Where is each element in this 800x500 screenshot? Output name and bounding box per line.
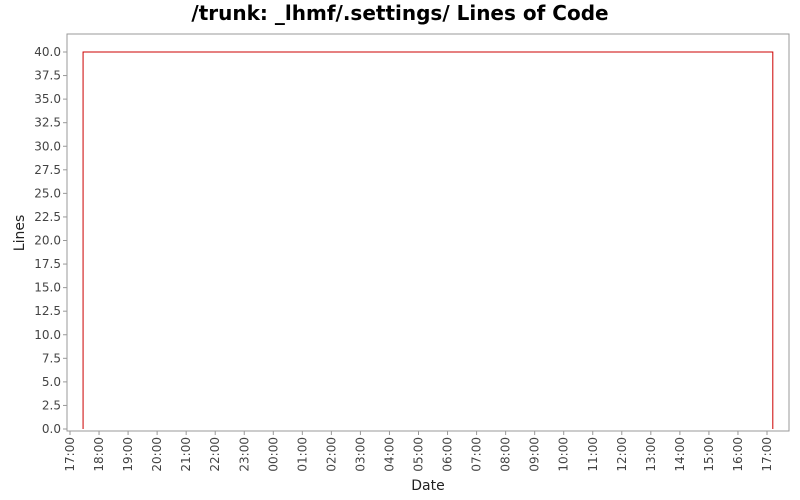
x-tick-label: 17:00 [63, 437, 77, 472]
y-tick-label: 12.5 [34, 304, 61, 318]
x-tick-label: 21:00 [179, 437, 193, 472]
y-tick-label: 15.0 [34, 281, 61, 295]
y-tick-label: 35.0 [34, 92, 61, 106]
x-tick-label: 23:00 [237, 437, 251, 472]
x-axis: 17:00 18:00 19:00 20:00 21:00 22:00 23:00 00:00… [63, 431, 774, 472]
x-tick-label: 15:00 [702, 437, 716, 472]
x-tick-label: 12:00 [615, 437, 629, 472]
y-tick-label: 5.0 [42, 375, 61, 389]
x-tick-label: 20:00 [150, 437, 164, 472]
x-axis-label: Date [411, 478, 444, 494]
x-tick-label: 03:00 [353, 437, 367, 472]
x-tick-label: 10:00 [557, 437, 571, 472]
y-tick-label: 0.0 [42, 422, 61, 436]
plot-area [66, 33, 790, 432]
y-tick-label: 25.0 [34, 186, 61, 200]
x-tick-label: 07:00 [470, 437, 484, 472]
y-tick-label: 7.5 [42, 351, 61, 365]
x-tick-label: 05:00 [412, 437, 426, 472]
x-tick-label: 00:00 [266, 437, 280, 472]
x-tick-label: 13:00 [644, 437, 658, 472]
x-tick-label: 16:00 [731, 437, 745, 472]
series-layer [82, 51, 774, 429]
y-tick-label: 22.5 [34, 210, 61, 224]
y-tick-label: 40.0 [34, 45, 61, 59]
y-axis-label: Lines [12, 215, 28, 251]
y-tick-label: 17.5 [34, 257, 61, 271]
y-tick-label: 20.0 [34, 234, 61, 248]
x-tick-label: 09:00 [528, 437, 542, 472]
x-tick-label: 17:00 [760, 437, 774, 472]
y-tick-label: 32.5 [34, 116, 61, 130]
y-axis: 0.0 2.5 5.0 7.5 10.0 12.5 15.0 17.5 20.0 22.5 25.0… [34, 45, 67, 436]
x-tick-label: 22:00 [208, 437, 222, 472]
y-tick-label: 37.5 [34, 69, 61, 83]
x-tick-label: 06:00 [441, 437, 455, 472]
x-tick-label: 14:00 [673, 437, 687, 472]
series-line [82, 51, 774, 429]
x-tick-label: 02:00 [324, 437, 338, 472]
y-tick-label: 2.5 [42, 398, 61, 412]
x-tick-label: 18:00 [92, 437, 106, 472]
x-tick-label: 19:00 [121, 437, 135, 472]
x-tick-label: 08:00 [499, 437, 513, 472]
y-tick-label: 27.5 [34, 163, 61, 177]
y-tick-label: 30.0 [34, 139, 61, 153]
x-tick-label: 11:00 [586, 437, 600, 472]
chart-title: /trunk: _lhmf/.settings/ Lines of Code [191, 1, 608, 25]
x-tick-label: 04:00 [382, 437, 396, 472]
y-tick-label: 10.0 [34, 328, 61, 342]
x-tick-label: 01:00 [295, 437, 309, 472]
